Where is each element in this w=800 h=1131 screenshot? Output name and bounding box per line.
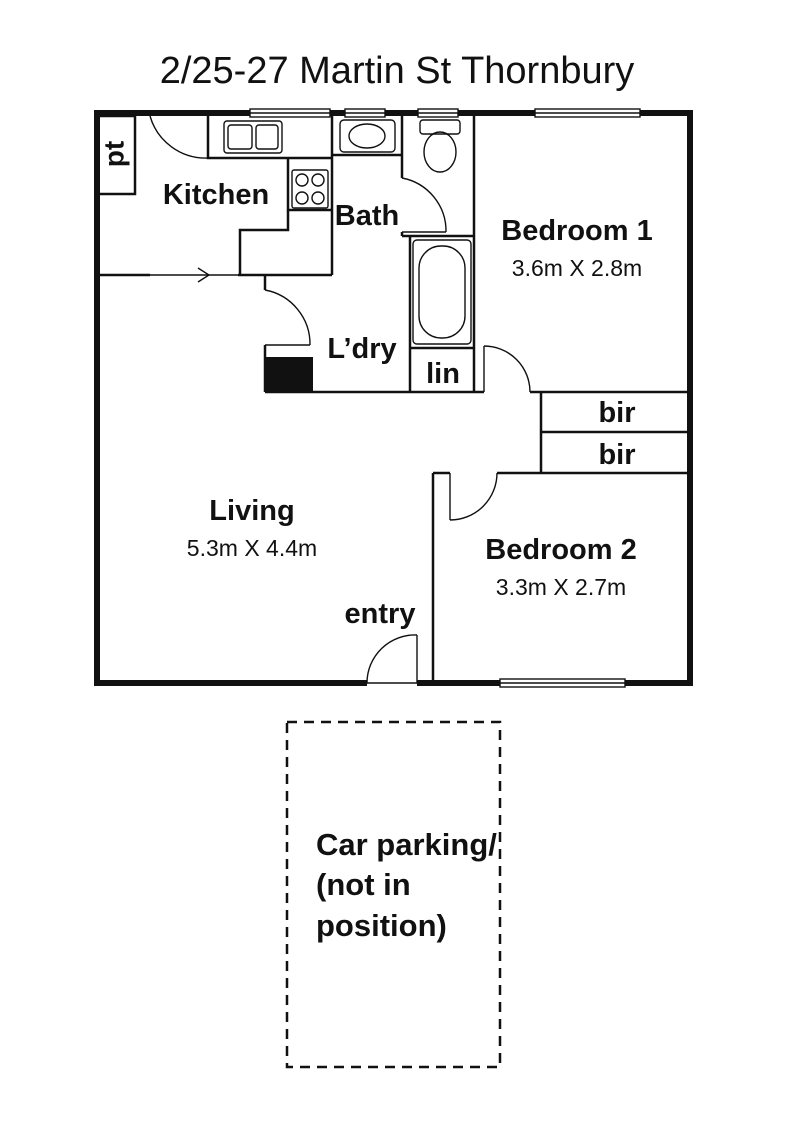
doors — [149, 115, 531, 687]
room-label-bath: Bath — [335, 200, 399, 232]
car-parking-outline — [285, 720, 502, 1069]
bathtub — [412, 239, 472, 345]
door-bedroom2 — [449, 472, 498, 521]
room-size-bedroom2: 3.3m X 2.7m — [496, 574, 626, 600]
room-size-living: 5.3m X 4.4m — [187, 535, 317, 561]
car-parking-line1: Car parking/ — [316, 827, 497, 862]
windows — [249, 108, 641, 688]
room-label-living: Living — [209, 495, 294, 527]
car-parking-line2: (not in — [316, 867, 411, 902]
room-label-bedroom2: Bedroom 2 — [485, 534, 636, 566]
bath-basin — [339, 119, 396, 153]
car-parking-line3: position) — [316, 908, 447, 943]
room-size-bedroom1: 3.6m X 2.8m — [512, 255, 642, 281]
door-wc — [401, 177, 447, 233]
room-label-pantry: pt — [98, 141, 129, 167]
kitchen-sink — [223, 120, 283, 154]
door-bedroom1 — [483, 345, 531, 393]
door-kitchen — [149, 115, 209, 159]
door-laundry — [264, 289, 311, 346]
laundry-trough — [266, 357, 313, 392]
room-label-bir-lower: bir — [598, 439, 635, 471]
room-label-linen: lin — [426, 358, 460, 390]
room-label-laundry: L’dry — [327, 333, 396, 365]
cooktop — [291, 169, 329, 209]
room-label-kitchen: Kitchen — [163, 179, 269, 211]
pantry-box — [95, 114, 137, 196]
plan-title: 2/25-27 Martin St Thornbury — [160, 50, 635, 92]
fixtures — [197, 119, 472, 392]
direction-arrow — [197, 267, 211, 283]
room-label-entry: entry — [345, 598, 416, 630]
room-label-bir-upper: bir — [598, 397, 635, 429]
room-label-bedroom1: Bedroom 1 — [501, 215, 652, 247]
door-entry — [366, 634, 418, 687]
toilet — [419, 119, 461, 173]
